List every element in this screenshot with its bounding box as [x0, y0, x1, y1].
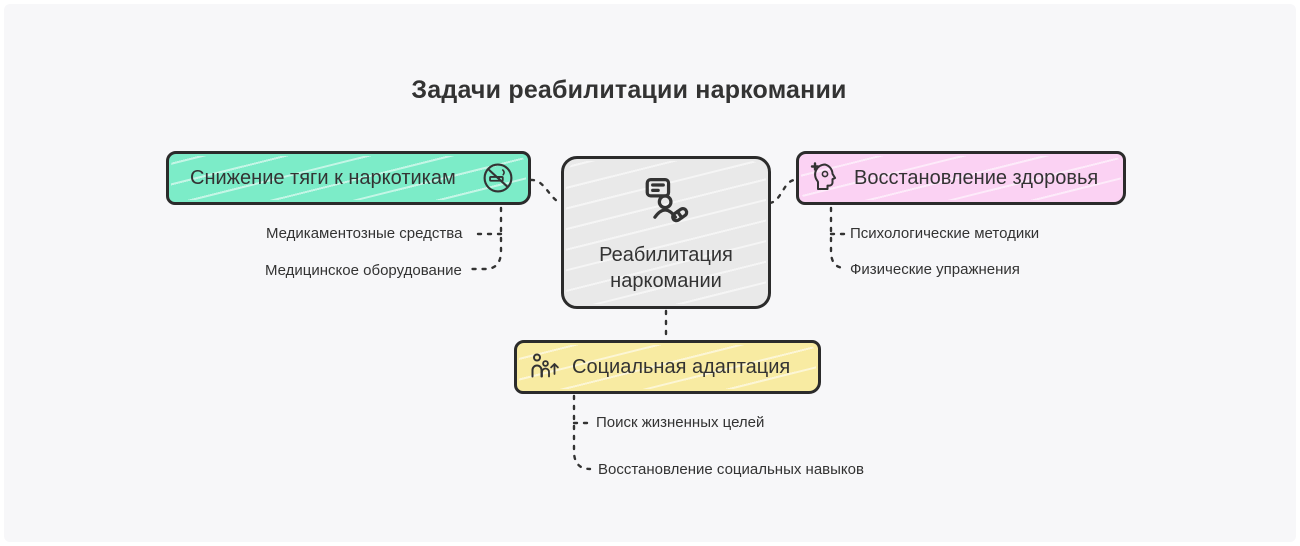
- family-icon: [528, 351, 562, 383]
- leaf-life-goals: Поиск жизненных целей: [596, 414, 765, 431]
- branch-node-health-recovery: Восстановление здоровья: [796, 151, 1126, 205]
- branch-label-health-recovery: Восстановление здоровья: [854, 166, 1099, 189]
- connector-center-left: [529, 178, 564, 205]
- center-node-rehabilitation: Реабилитация наркомании: [561, 156, 771, 309]
- head-plus-icon: [808, 161, 844, 195]
- branch-node-craving-reduction: Снижение тяги к наркотикам: [166, 151, 531, 205]
- branch-node-social-adaptation: Социальная адаптация: [514, 340, 821, 394]
- connector-left-subtree: [466, 206, 503, 271]
- leaf-social-skills: Восстановление социальных навыков: [598, 461, 864, 478]
- leaf-medication-means: Медикаментозные средства: [266, 225, 463, 242]
- no-drugs-icon: [481, 161, 515, 195]
- rehab-person-pill-icon: [637, 172, 695, 230]
- leaf-psychological-methods: Психологические методики: [850, 225, 1040, 242]
- leaf-physical-exercises: Физические упражнения: [850, 261, 1020, 278]
- connector-right-subtree: [829, 206, 847, 270]
- diagram-title: Задачи реабилитации наркомании: [411, 76, 847, 104]
- connector-bottom-subtree: [572, 394, 592, 471]
- branch-label-social-adaptation: Социальная адаптация: [572, 355, 791, 378]
- branch-label-craving-reduction: Снижение тяги к наркотикам: [190, 166, 456, 189]
- center-node-label: Реабилитация наркомании: [599, 243, 733, 292]
- leaf-medical-equipment: Медицинское оборудование: [265, 262, 462, 279]
- connector-center-right: [768, 178, 798, 205]
